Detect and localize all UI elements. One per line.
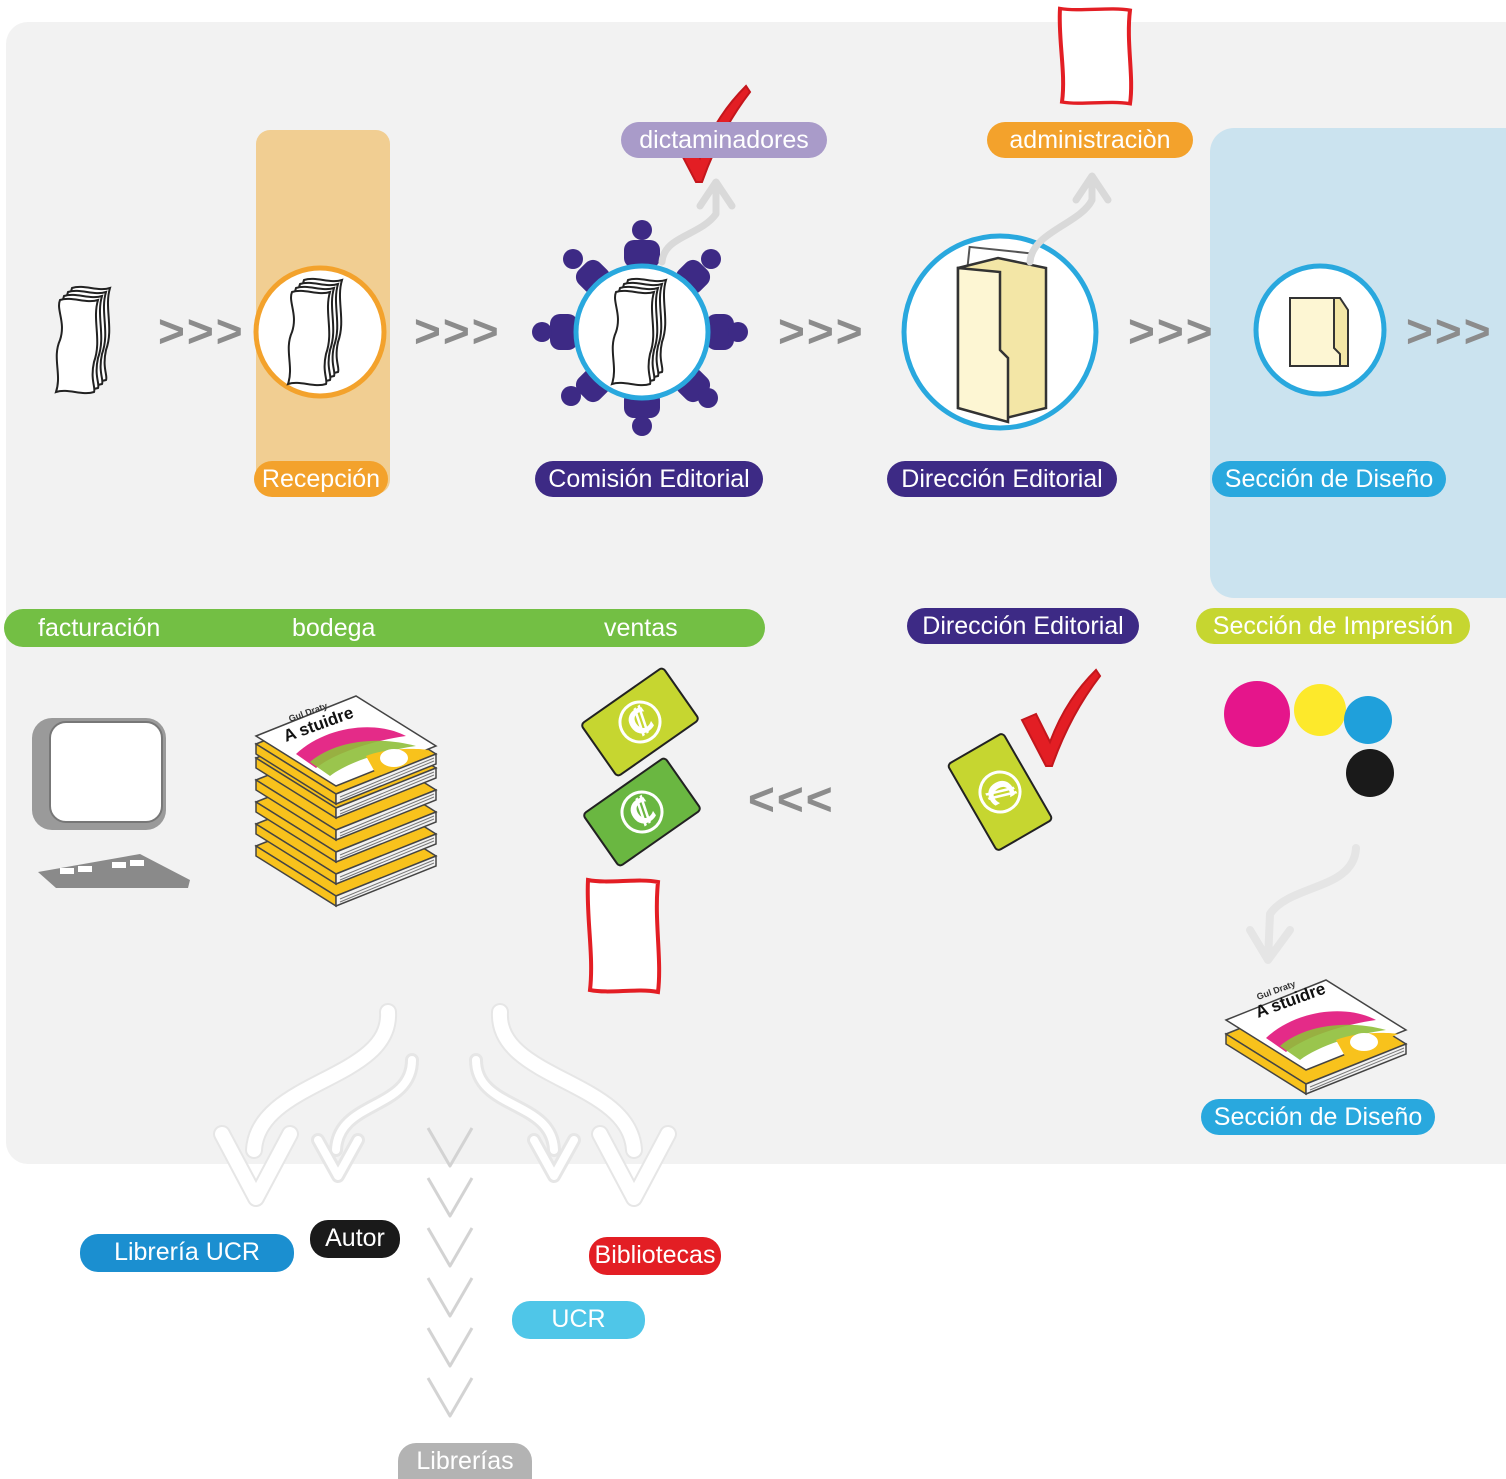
curved-arrow-icon xyxy=(658,178,736,266)
flow-arrow-3: >>> xyxy=(778,305,865,357)
label-direccion-editorial-top: Dirección Editorial xyxy=(887,461,1117,497)
flow-arrow-2: >>> xyxy=(414,305,501,357)
manuscript-icon xyxy=(55,285,111,395)
flow-arrow-5: >>> xyxy=(1406,305,1493,357)
label-bibliotecas: Bibliotecas xyxy=(589,1237,721,1275)
flow-arrow-4: >>> xyxy=(1128,305,1215,357)
label-seccion-impresion: Sección de Impresión xyxy=(1196,608,1470,644)
label-ucr: UCR xyxy=(512,1301,645,1339)
label-librerias: Librerías xyxy=(398,1443,532,1479)
label-facturacion: facturación xyxy=(38,614,161,642)
label-comision-editorial: Comisión Editorial xyxy=(535,461,763,497)
label-libreria-ucr: Librería UCR xyxy=(80,1234,294,1272)
label-administracion: administraciòn xyxy=(987,122,1193,158)
flow-arrow-1: >>> xyxy=(158,305,245,357)
label-seccion-diseno-bottom: Sección de Diseño xyxy=(1201,1099,1435,1135)
curved-arrow-icon xyxy=(1026,172,1112,266)
sales-band: facturación bodega ventas xyxy=(4,609,765,647)
label-bodega: bodega xyxy=(292,614,376,642)
cmyk-dots-icon xyxy=(1224,681,1394,797)
flow-arrow-back: <<< xyxy=(748,773,835,825)
chevron-column-icon xyxy=(426,1127,474,1418)
manuscript-icon xyxy=(611,277,667,387)
label-ventas: ventas xyxy=(604,614,678,642)
distribution-arrows xyxy=(213,1003,677,1207)
blank-form-icon xyxy=(585,878,662,994)
curved-arrow-icon xyxy=(1246,844,1360,964)
computer-icon xyxy=(32,718,190,888)
label-dictaminadores: dictaminadores xyxy=(621,122,827,158)
folder-icon xyxy=(956,245,1048,424)
manuscript-icon xyxy=(287,277,343,387)
folder-icon xyxy=(1289,297,1349,367)
label-seccion-diseno-top: Sección de Diseño xyxy=(1212,461,1446,497)
label-autor: Autor xyxy=(310,1220,400,1258)
blank-form-icon xyxy=(1057,6,1134,106)
label-direccion-editorial-mid: Dirección Editorial xyxy=(907,608,1139,644)
label-recepcion: Recepción xyxy=(254,461,388,497)
